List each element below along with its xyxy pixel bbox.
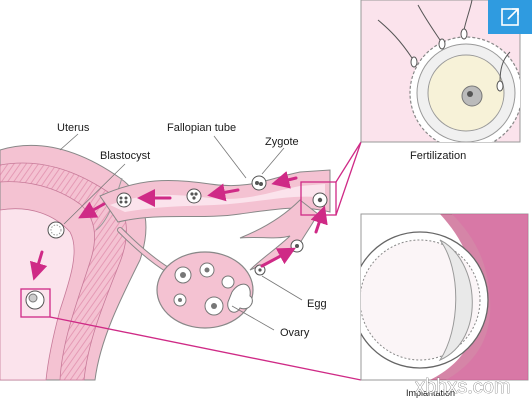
zygote-label: Zygote bbox=[265, 136, 299, 148]
ovary-illustration bbox=[117, 227, 254, 329]
sperm-cells bbox=[377, 0, 511, 92]
ovary-label: Ovary bbox=[280, 327, 310, 339]
fertilization-label: Fertilization bbox=[410, 150, 466, 162]
cells bbox=[25, 175, 328, 310]
uterus-label: Uterus bbox=[57, 122, 90, 134]
expand-icon bbox=[501, 8, 519, 26]
egg-cell bbox=[290, 239, 304, 253]
expand-button[interactable] bbox=[488, 0, 532, 34]
implantation-label: Implantation bbox=[406, 388, 455, 398]
direction-arrows bbox=[29, 171, 328, 281]
egg-label: Egg bbox=[307, 298, 327, 310]
blastocyst-cell bbox=[47, 221, 65, 239]
leader-lines bbox=[59, 133, 303, 331]
implanted-cell bbox=[25, 290, 45, 310]
watermark: xbhxs.com bbox=[415, 376, 511, 398]
fertilization-inset bbox=[360, 0, 521, 143]
fallopian-tube-label: Fallopian tube bbox=[167, 122, 236, 134]
zygote-cell bbox=[312, 192, 328, 208]
highlight-connectors bbox=[20, 141, 362, 381]
uterus-illustration bbox=[0, 144, 147, 381]
blastocyst-label: Blastocyst bbox=[100, 150, 150, 162]
implantation-inset bbox=[360, 213, 529, 381]
